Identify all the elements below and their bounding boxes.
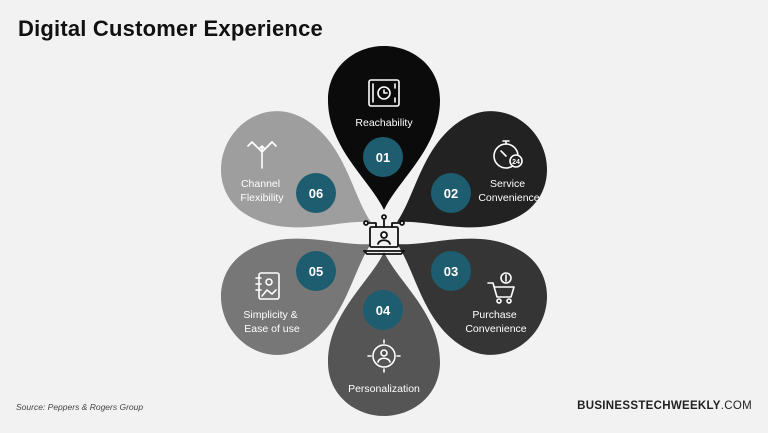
petal-04: 04 Personalization [328, 252, 440, 416]
petal-02-badge [431, 173, 471, 213]
petal-05-label: Simplicity & Ease of use [243, 309, 300, 335]
petal-03-label-line-1: Purchase [472, 309, 517, 321]
safe-icon [368, 79, 400, 107]
petal-01-badge [363, 137, 403, 177]
brand-suffix: .COM [720, 400, 752, 412]
petal-05: 05 Simplicity & Ease of use [200, 195, 399, 375]
petal-03-number: 03 [444, 264, 458, 279]
petal-04-label: Personalization [348, 383, 420, 395]
shopping-cart-icon [487, 272, 515, 304]
petal-02-number: 02 [444, 186, 458, 201]
petal-05-number: 05 [309, 264, 323, 279]
petal-02-label-line-1: Service [490, 178, 525, 190]
split-arrows-icon [247, 141, 277, 169]
petal-02-label-line-2: Convenience [478, 192, 539, 204]
petal-01: 01 Reachability [328, 46, 440, 210]
petal-06-badge [296, 173, 336, 213]
laptop-user-icon [363, 214, 405, 255]
petal-05-badge [296, 251, 336, 291]
petal-06-label: Channel Flexibility [240, 178, 284, 204]
petal-05-label-line-1: Simplicity & [243, 309, 297, 321]
target-user-icon [367, 339, 401, 373]
petal-06-label-line-2: Flexibility [240, 192, 284, 204]
petal-03-label: Purchase Convenience [465, 309, 526, 335]
page-title: Digital Customer Experience [18, 16, 323, 41]
petal-03-badge [431, 251, 471, 291]
petal-03-label-line-2: Convenience [465, 323, 526, 335]
petal-02-label: Service Convenience [478, 178, 539, 204]
petal-04-number: 04 [376, 303, 391, 318]
brand-logo[interactable]: BUSINESSTECHWEEKLY.COM [577, 400, 752, 412]
stopwatch-24-icon [493, 140, 523, 169]
petal-02: 02 Service Convenience 24 [369, 91, 568, 271]
brand-name: BUSINESSTECHWEEKLY [577, 400, 721, 412]
petal-01-number: 01 [376, 150, 390, 165]
stopwatch-24-glyph: 24 [512, 159, 520, 166]
source-note: Source: Peppers & Rogers Group [16, 402, 144, 412]
petal-05-label-line-2: Ease of use [244, 323, 300, 335]
notebook-icon [255, 272, 280, 300]
petal-04-badge [363, 290, 403, 330]
petal-06: 06 Channel Flexibility [200, 91, 399, 271]
petal-06-label-line-1: Channel [241, 178, 280, 190]
petal-01-label: Reachability [355, 117, 413, 129]
petal-03: 03 Purchase Convenience [369, 195, 568, 375]
petal-06-number: 06 [309, 186, 323, 201]
